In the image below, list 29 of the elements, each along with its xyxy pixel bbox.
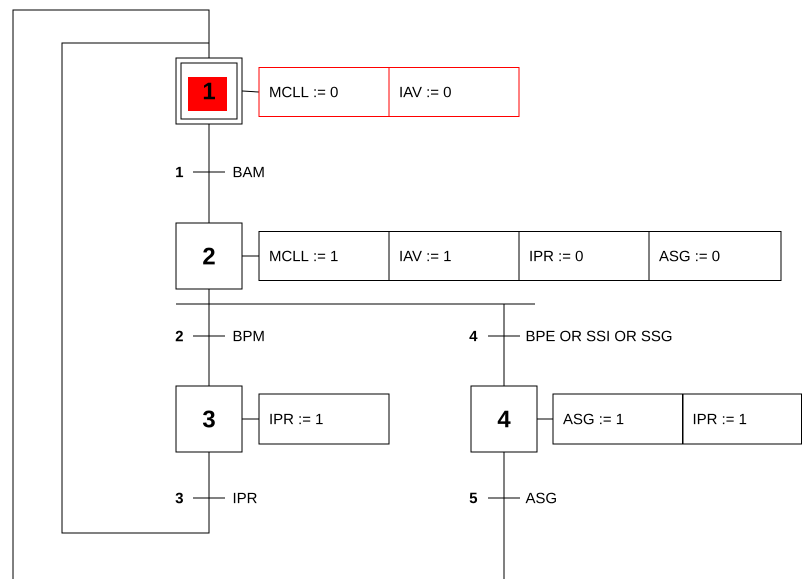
action-cell: MCLL := 1	[258, 231, 390, 281]
transition-condition: BAM	[234, 166, 264, 178]
step-box: 4	[470, 386, 538, 452]
connector-line	[537, 418, 553, 420]
connector-line	[242, 90, 259, 92]
transition-number: 5	[470, 492, 478, 504]
action-cell: IPR := 1	[258, 394, 390, 444]
initial-step-box: 1	[176, 58, 242, 124]
transition-condition: BPE OR SSI OR SSG	[526, 330, 672, 342]
action-cell: IPR := 1	[682, 394, 802, 444]
action-cell: IPR := 0	[518, 231, 650, 281]
transition-condition: BPM	[234, 330, 264, 342]
transition-condition: IPR	[234, 492, 257, 504]
action-cell: ASG := 1	[552, 394, 684, 444]
connector-line	[242, 418, 259, 420]
transition-number: 1	[176, 166, 184, 178]
action-cell: ASG := 0	[648, 231, 782, 281]
step-box: 3	[176, 386, 242, 452]
transition-condition: ASG	[526, 492, 556, 504]
action-cell: IAV := 1	[388, 231, 520, 281]
transition-number: 4	[469, 330, 478, 342]
step-box: 2	[176, 222, 242, 290]
connector-line	[208, 124, 210, 223]
action-cell: MCLL := 0	[258, 67, 390, 117]
action-cell: IAV := 0	[388, 67, 520, 117]
transition-number: 3	[176, 492, 183, 504]
transition-number: 2	[176, 330, 183, 342]
connector-line	[12, 10, 210, 579]
connector-line	[62, 42, 210, 534]
